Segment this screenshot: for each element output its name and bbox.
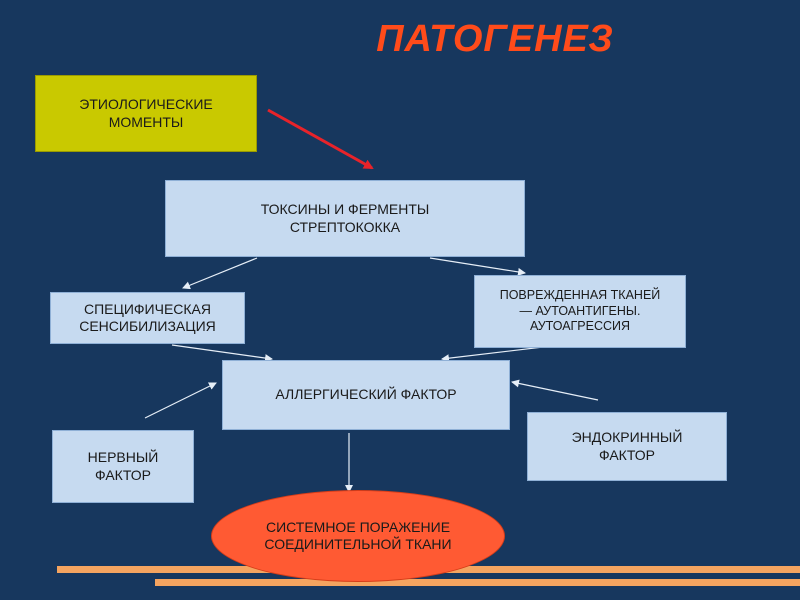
node-etiology: ЭТИОЛОГИЧЕСКИЕ МОМЕНТЫ <box>35 75 257 152</box>
node-endocrine-factor: ЭНДОКРИННЫЙ ФАКТОР <box>527 412 727 481</box>
node-allergic-line: АЛЛЕРГИЧЕСКИЙ ФАКТОР <box>275 386 457 403</box>
node-systemic-damage: СИСТЕМНОЕ ПОРАЖЕНИЕ СОЕДИНИТЕЛЬНОЙ ТКАНИ <box>211 490 505 582</box>
node-toxins-line: СТРЕПТОКОККА <box>289 218 401 235</box>
node-endocrine-line: ЭНДОКРИННЫЙ <box>571 429 683 445</box>
node-damaged-line: — АУТОАНТИГЕНЫ. <box>519 303 641 318</box>
node-systemic-line: ПОРАЖЕНИЕ <box>359 519 451 536</box>
page-title: ПАТОГЕНЕЗ <box>376 18 614 60</box>
node-damaged-line: АУТОАГРЕССИЯ <box>529 319 631 334</box>
arrow-sensitization-to-allergic <box>171 344 273 362</box>
decorative-stripe <box>155 579 800 586</box>
node-damaged-tissue: ПОВРЕЖДЕННАЯ ТКАНЕЙ — АУТОАНТИГЕНЫ. АУТО… <box>474 275 686 348</box>
node-nervous-line: ФАКТОР <box>95 466 151 483</box>
node-systemic-line: ТКАНИ <box>405 536 452 552</box>
node-allergic-factor: АЛЛЕРГИЧЕСКИЙ ФАКТОР <box>222 360 510 430</box>
node-systemic-line: СОЕДИНИТЕЛЬНОЙ <box>264 536 402 552</box>
arrow-toxins-to-sensitization <box>182 257 258 290</box>
arrow-toxins-to-damaged <box>429 257 526 276</box>
node-endocrine-line: ФАКТОР <box>599 446 655 463</box>
node-sensitization-line: СПЕЦИФИЧЕСКАЯ <box>83 300 212 317</box>
arrow-endocrine-to-allergic <box>511 379 599 401</box>
node-sensitization-line: СЕНСИБИЛИЗАЦИЯ <box>79 318 216 334</box>
node-etiology-line: МОМЕНТЫ <box>108 113 184 130</box>
node-damaged-line: ПОВРЕЖДЕННАЯ ТКАНЕЙ <box>499 288 661 303</box>
node-toxins: ТОКСИНЫ И ФЕРМЕНТЫ СТРЕПТОКОККА <box>165 180 525 257</box>
node-toxins-line: ТОКСИНЫ И ФЕРМЕНТЫ <box>260 201 430 217</box>
node-nervous-factor: НЕРВНЫЙ ФАКТОР <box>52 430 194 503</box>
node-sensitization: СПЕЦИФИЧЕСКАЯ СЕНСИБИЛИЗАЦИЯ <box>50 292 245 344</box>
arrow-nervous-to-allergic <box>144 382 217 419</box>
node-etiology-line: ЭТИОЛОГИЧЕСКИЕ <box>79 96 213 112</box>
arrow-etiology-to-toxins <box>267 108 374 170</box>
node-nervous-line: НЕРВНЫЙ <box>87 449 159 465</box>
node-systemic-line: СИСТЕМНОЕ <box>265 519 356 536</box>
